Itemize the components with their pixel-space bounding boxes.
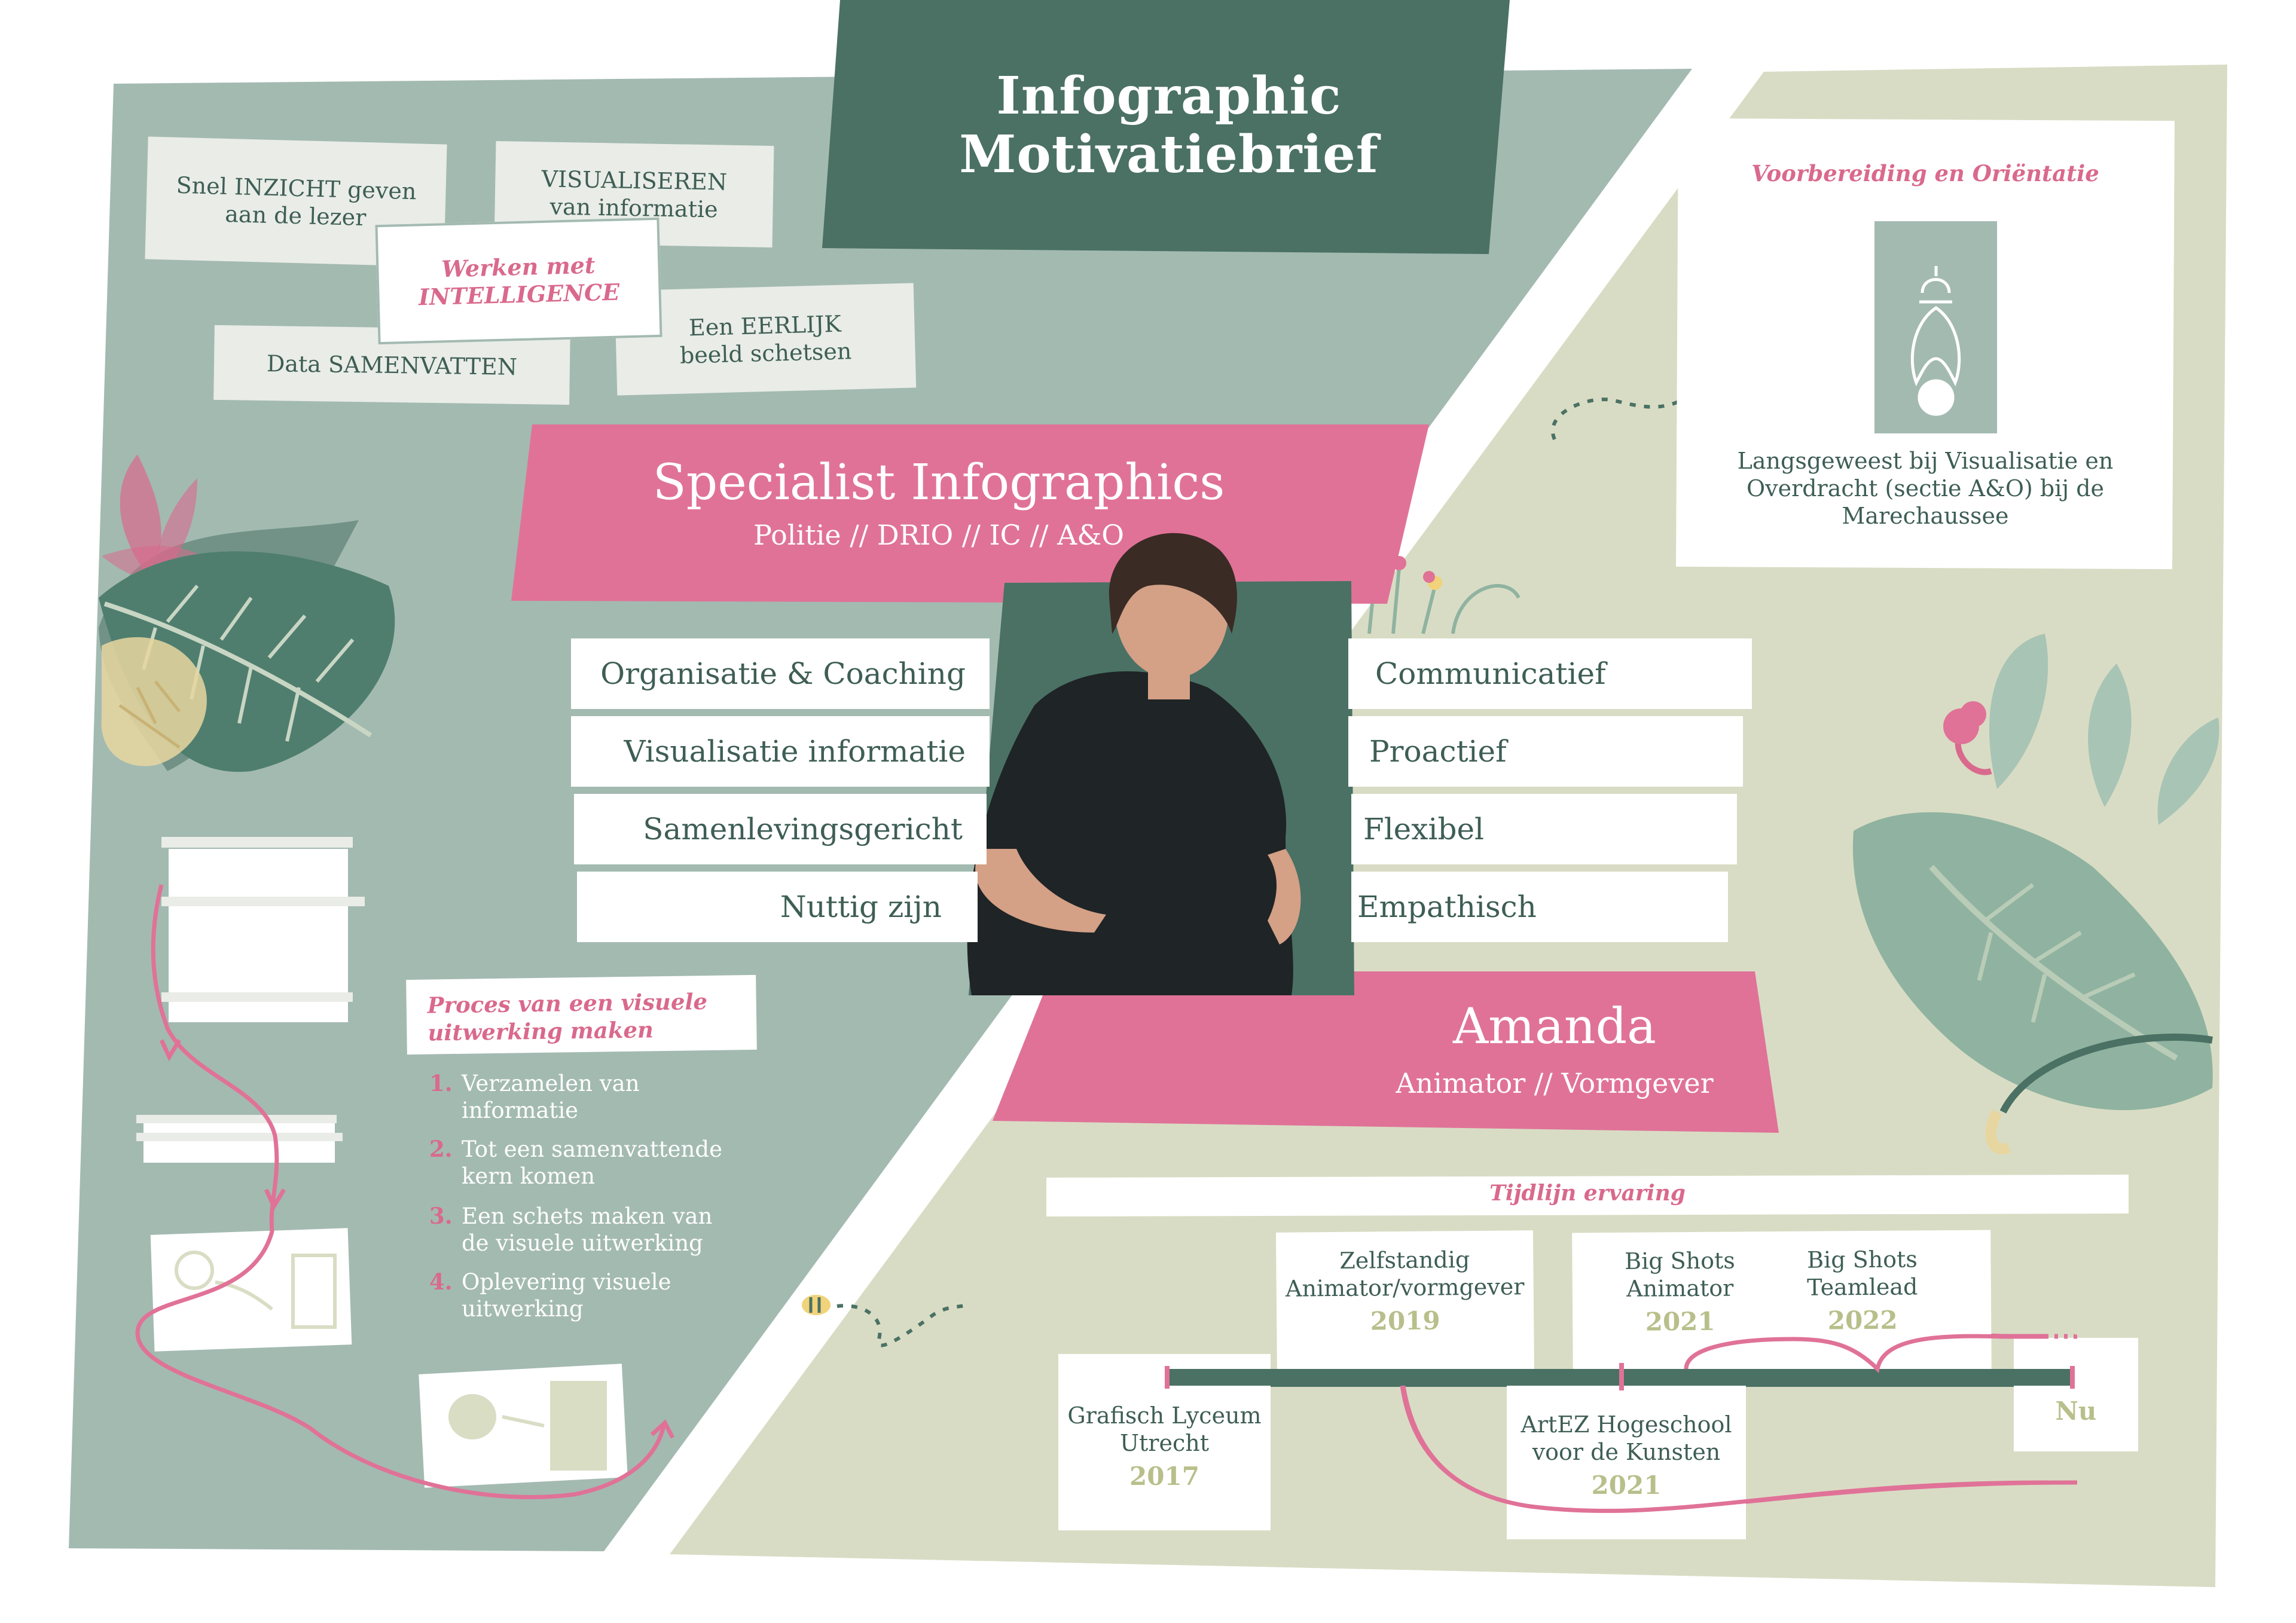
timeline-item-4-line2: Animator [1626,1274,1734,1302]
skill-left-4-label: Nuttig zijn [780,890,942,924]
timeline-item-grafisch-lyceum: Grafisch Lyceum Utrecht 2017 [1058,1354,1271,1530]
orientation-text-line2: Overdracht (sectie A&O) bij de [1746,475,2105,502]
title-box [822,0,1510,254]
timeline-item-1-line1: Grafisch Lyceum [1067,1402,1262,1429]
process-heading-line1: Proces van een visuele [427,988,708,1019]
role-title: Specialist Infographics [652,454,1225,511]
process-illustration [135,837,675,1499]
skill-left-2: Visualisatie informatie [571,716,990,787]
process-step-2-line2: kern komen [462,1163,596,1189]
grenade-emblem-icon [1910,266,1961,416]
process-step-4-line2: uitwerking [462,1296,584,1322]
skill-right-1-label: Communicatief [1375,656,1606,691]
process-step-3-line1: Een schets maken van [462,1203,713,1229]
note-eerlijk-line1: Een EERLIJK [688,310,842,341]
timeline-heading: Tijdlijn ervaring [1489,1181,1686,1206]
role-subtitle: Politie // DRIO // IC // A&O [753,519,1124,551]
name-banner-shape [993,971,1779,1133]
skill-left-1: Organisatie & Coaching [571,638,990,709]
timeline-item-2-year: 2019 [1370,1306,1440,1336]
person-name: Amanda [1452,998,1657,1055]
timeline-item-6-year: Nu [2055,1396,2097,1426]
page-title: Infographic Motivatiebrief [825,0,1513,251]
skill-right-1: Communicatief [1348,638,1752,709]
timeline-item-3-year: 2021 [1591,1471,1662,1500]
timeline-item-bigshots: Big Shots Animator 2021 Big Shots Teamle… [1572,1230,1992,1377]
skill-right-2: Proactief [1348,716,1743,787]
skill-right-2-label: Proactief [1369,734,1507,769]
orientation-text-line3: Marechaussee [1842,503,2009,529]
process-step-4-line1: Oplevering visuele [462,1269,671,1295]
timeline-item-5-line2: Teamlead [1807,1273,1918,1301]
timeline-item-5-line1: Big Shots [1807,1246,1918,1273]
note-eerlijk-line2: beeld schetsen [679,337,852,369]
skill-left-4: Nuttig zijn [577,872,978,942]
timeline-item-nu: Nu [2014,1338,2138,1451]
timeline-item-1-year: 2017 [1129,1462,1199,1491]
process-step-3-line2: de visuele uitwerking [462,1230,703,1256]
timeline-item-3-line1: ArtEZ Hogeschool [1521,1411,1732,1438]
person-subtitle: Animator // Vormgever [1396,1067,1714,1099]
timeline-item-2-line2: Animator/vormgever [1285,1273,1525,1302]
timeline-item-3-line2: voor de Kunsten [1532,1439,1721,1465]
note-samenvatten-text: Data SAMENVATTEN [266,350,518,380]
timeline-item-5: Big Shots Teamlead 2022 [1784,1245,1940,1335]
timeline-item-artez: ArtEZ Hogeschool voor de Kunsten 2021 [1507,1384,1746,1539]
note-visualiseren-line1: VISUALISEREN [541,166,728,195]
role-banner-shape [511,424,1429,604]
timeline-item-4-line1: Big Shots [1625,1247,1735,1274]
skill-left-2-label: Visualisatie informatie [624,734,966,769]
process-step-2-number: 2. [429,1136,453,1162]
skill-right-3: Flexibel [1351,794,1737,864]
process-step-1-line2: informatie [462,1098,579,1123]
skill-left-3: Samenlevingsgericht [574,794,987,864]
process-step-1-line1: Verzamelen van [462,1071,640,1096]
leaf-decoration-left [99,454,395,772]
timeline-heading-bar [1046,1175,2129,1217]
process-step-2-line1: Tot een samenvattende [462,1136,722,1162]
skill-right-4: Empathisch [1351,872,1728,942]
skill-right-4-label: Empathisch [1357,890,1537,924]
timeline-item-4: Big Shots Animator 2021 [1602,1246,1758,1337]
process-step-4-number: 4. [429,1269,453,1295]
leaf-decoration-right [1852,634,2219,1154]
process-heading-line2: uitwerking maken [428,1016,654,1046]
timeline-item-1-line2: Utrecht [1120,1430,1209,1456]
timeline-item-5-year: 2022 [1827,1305,1898,1335]
title-line-2: Motivatiebrief [959,124,1379,185]
process-step-1-number: 1. [429,1070,453,1096]
process-step-3-number: 3. [429,1203,453,1229]
title-line-1: Infographic [996,66,1342,126]
timeline-item-zelfstandig: Zelfstandig Animator/vormgever 2019 [1275,1230,1535,1382]
skill-left-1-label: Organisatie & Coaching [600,656,966,691]
process-heading-card: Proces van een visuele uitwerking maken [406,974,757,1055]
skill-right-3-label: Flexibel [1363,812,1485,846]
note-intelligence-line2: INTELLIGENCE [418,278,620,311]
orientation-heading: Voorbereiding en Oriëntatie [1751,160,2099,187]
timeline-item-4-year: 2021 [1645,1306,1715,1337]
timeline-item-2-line1: Zelfstandig [1339,1246,1470,1274]
skill-left-3-label: Samenlevingsgericht [643,812,963,846]
portrait-photo [967,533,1301,995]
orientation-text-line1: Langsgeweest bij Visualisatie en [1737,448,2114,474]
bee-decoration-bottom [802,1295,970,1347]
orientation-text: Langsgeweest bij Visualisatie en Overdra… [1692,447,2158,530]
